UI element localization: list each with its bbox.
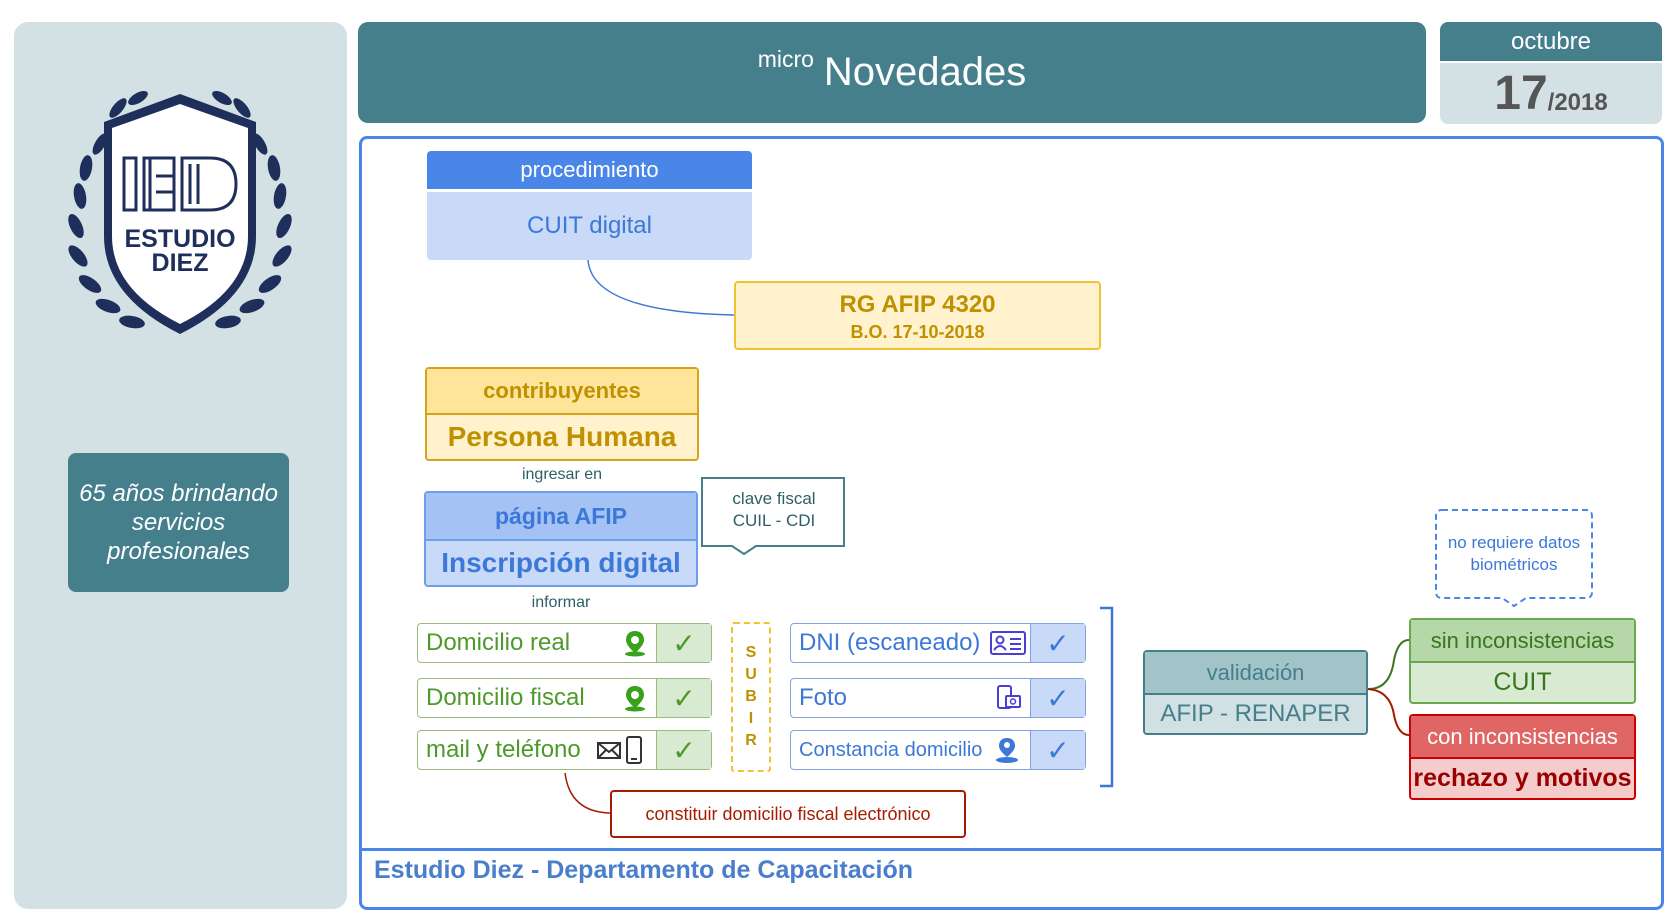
footer-text: Estudio Diez - Departamento de Capacitac…	[374, 856, 913, 884]
subir-box: S U B I R	[731, 622, 771, 772]
photo-phone-icon	[995, 679, 1023, 717]
logo-text-line1: ESTUDIO	[124, 224, 236, 253]
clave-fiscal-line2: CUIL - CDI	[732, 511, 816, 530]
pagina-label: página AFIP	[426, 493, 696, 541]
page-title: Novedades	[823, 50, 1027, 94]
sin-label: sin inconsistencias	[1411, 620, 1634, 663]
subir-letter: U	[745, 666, 757, 683]
check-icon: ✓	[1030, 679, 1085, 717]
footer-divider	[362, 848, 1661, 851]
check-icon: ✓	[656, 731, 711, 769]
informar-item-label: mail y teléfono	[426, 736, 581, 763]
con-label: con inconsistencias	[1411, 716, 1634, 759]
estudio-diez-logo	[68, 91, 292, 334]
rg-subtitle: B.O. 17-10-2018	[850, 321, 985, 342]
biometric-line2: biométricos	[1470, 555, 1558, 574]
rg-title: RG AFIP 4320	[839, 291, 996, 318]
biometric-line1: no requiere datos	[1447, 533, 1581, 552]
informar-item: Domicilio fiscal ✓	[417, 678, 712, 718]
validacion-box: validación AFIP - RENAPER	[1143, 650, 1368, 735]
subir-letter: S	[745, 644, 757, 661]
id-card-icon	[989, 624, 1027, 662]
biometric-callout	[1435, 509, 1593, 608]
check-icon: ✓	[1030, 731, 1085, 769]
subir-item-label: Foto	[799, 684, 848, 711]
subir-item-label: Constancia domicilio	[799, 738, 983, 761]
subir-item: DNI (escaneado) ✓	[790, 623, 1086, 663]
validacion-value: AFIP - RENAPER	[1160, 700, 1351, 727]
date-box: 17 /2018	[1440, 63, 1662, 124]
subir-letter: B	[745, 688, 757, 705]
location-pin-icon	[622, 679, 648, 717]
validacion-label: validación	[1145, 652, 1366, 695]
contribuyentes-box: contribuyentes Persona Humana	[425, 367, 699, 461]
sin-inconsistencias-box: sin inconsistencias CUIT	[1409, 618, 1636, 704]
clave-fiscal-callout	[701, 477, 845, 556]
subir-item: Constancia domicilio ✓	[790, 730, 1086, 770]
ingresar-label: ingresar en	[521, 466, 603, 483]
date-day: 17	[1494, 67, 1548, 120]
informar-item: Domicilio real ✓	[417, 623, 712, 663]
domicilio-electronico-note: constituir domicilio fiscal electrónico	[610, 790, 966, 838]
logo-text-line2: DIEZ	[151, 248, 209, 277]
informar-label: informar	[531, 594, 591, 611]
date-year: /2018	[1547, 88, 1608, 116]
rg-afip-box: RG AFIP 4320 B.O. 17-10-2018	[734, 281, 1101, 350]
ied-monogram-icon	[122, 156, 238, 212]
procedimiento-label: procedimiento	[427, 151, 752, 189]
laurel-left-icon	[68, 91, 148, 329]
header-banner: micro Novedades	[358, 22, 1426, 123]
location-pin-icon	[622, 624, 648, 662]
date-month: octubre	[1440, 22, 1662, 61]
user-pin-icon	[993, 731, 1021, 769]
con-inconsistencias-box: con inconsistencias rechazo y motivos	[1409, 714, 1636, 800]
tagline-badge: 65 años brindando servicios profesionale…	[68, 453, 289, 592]
clave-fiscal-line1: clave fiscal	[732, 489, 816, 508]
subir-letter: I	[748, 710, 754, 727]
check-icon: ✓	[1030, 624, 1085, 662]
laurel-right-icon	[212, 91, 292, 329]
mail-phone-icon	[596, 731, 648, 769]
check-icon: ✓	[656, 679, 711, 717]
pagina-afip-box: página AFIP Inscripción digital	[424, 491, 698, 587]
header-prefix: micro	[757, 46, 814, 72]
contribuyentes-label: contribuyentes	[427, 369, 697, 415]
pagina-value: Inscripción digital	[441, 547, 681, 578]
sin-value: CUIT	[1493, 668, 1552, 696]
contribuyentes-value: Persona Humana	[447, 421, 677, 452]
con-value: rechazo y motivos	[1413, 764, 1632, 792]
informar-item-label: Domicilio real	[426, 629, 571, 656]
informar-item-label: Domicilio fiscal	[426, 684, 585, 711]
informar-item: mail y teléfono ✓	[417, 730, 712, 770]
check-icon: ✓	[656, 624, 711, 662]
subir-letter: R	[745, 732, 757, 749]
subir-item-label: DNI (escaneado)	[799, 629, 981, 656]
procedimiento-value: CUIT digital	[427, 192, 752, 260]
subir-item: Foto ✓	[790, 678, 1086, 718]
